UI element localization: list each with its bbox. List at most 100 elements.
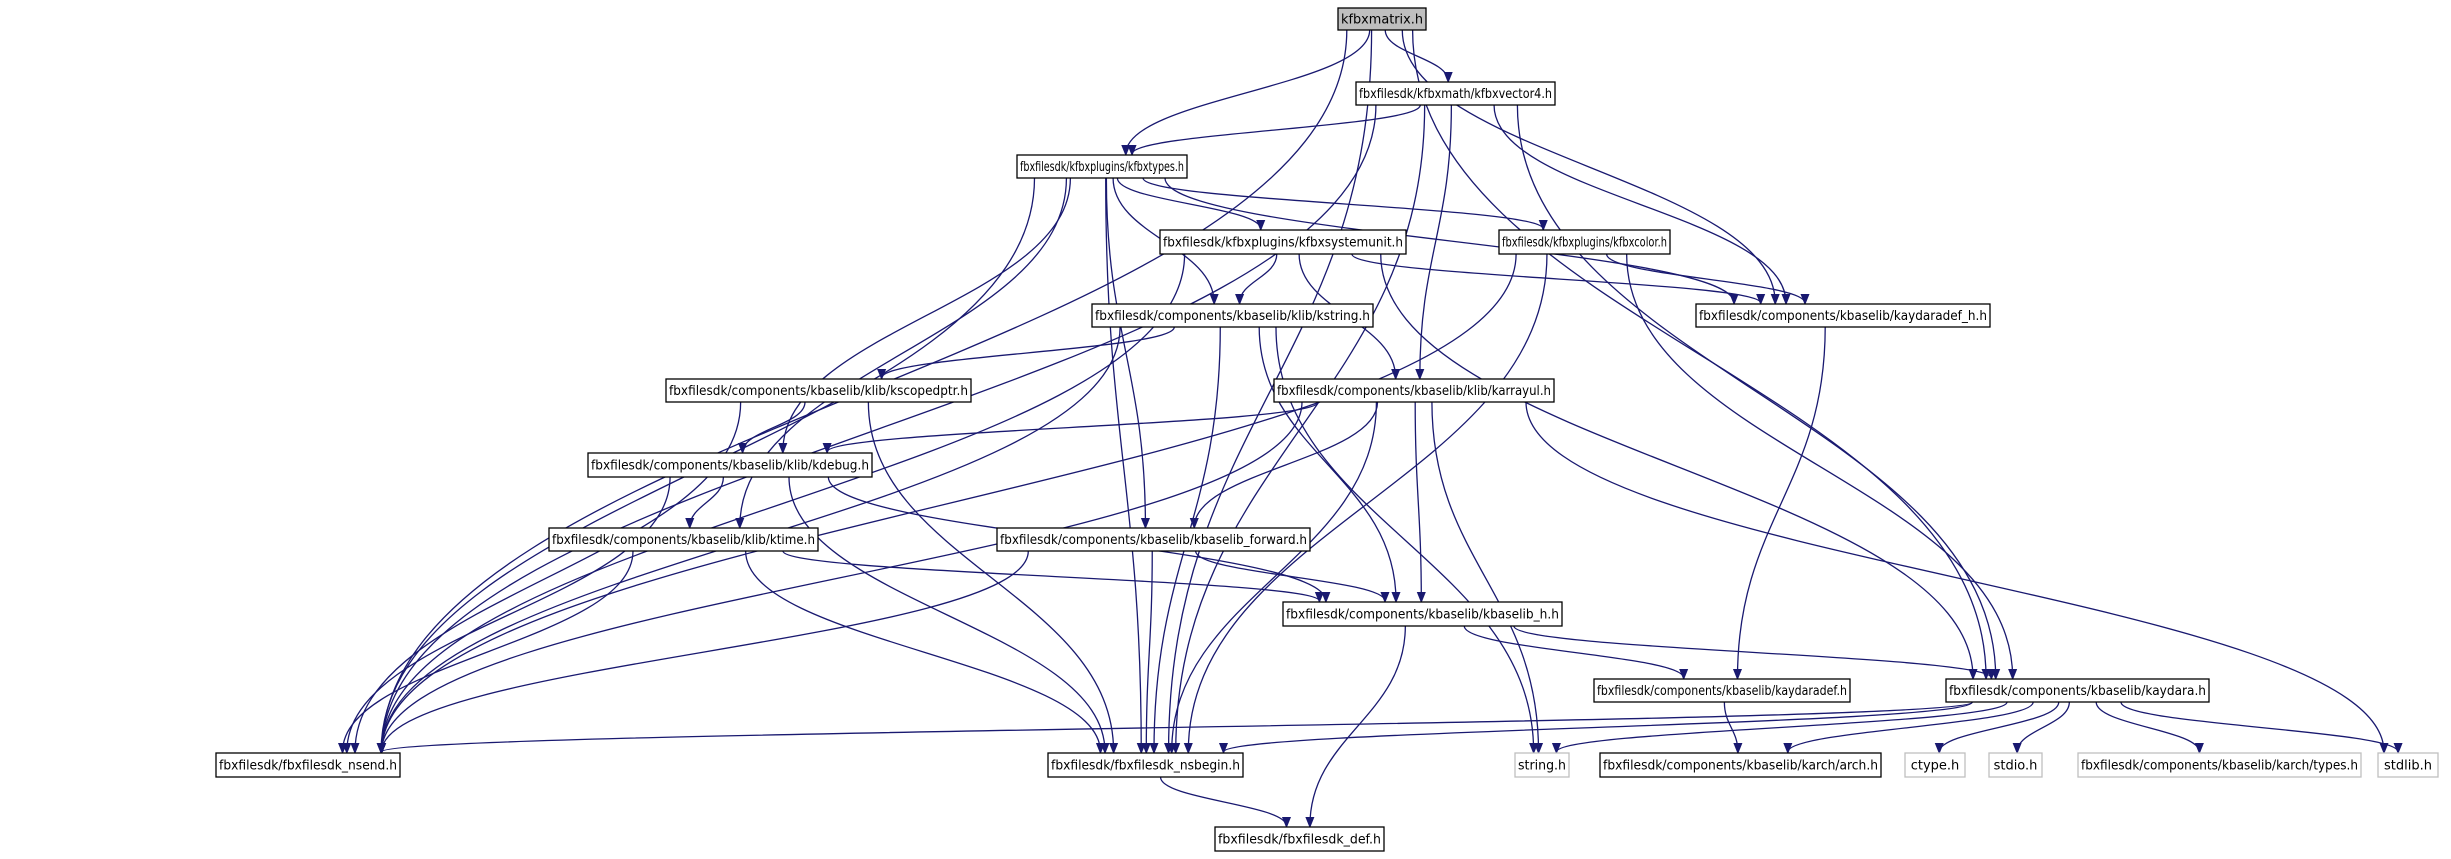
node-kscopedptr[interactable]: fbxfilesdk/components/kbaselib/klib/ksco…: [665, 378, 972, 403]
edge-systemunit-to-kstring: [1240, 253, 1278, 303]
edge-root-to-kaydara: [1411, 29, 1986, 678]
edge-vector4-to-kaydaradef_h: [1493, 104, 1786, 303]
node-archtypes-box: [2077, 752, 2362, 778]
edge-color-to-nsend: [382, 253, 1517, 752]
node-systemunit[interactable]: fbxfilesdk/kfbxplugins/kfbxsystemunit.h: [1159, 229, 1407, 255]
nodes-layer: kfbxmatrix.h fbxfilesdk/kfbxmath/kfbxvect…: [215, 7, 2439, 852]
node-kaydaradef_h[interactable]: fbxfilesdk/components/kbaselib/kaydarade…: [1695, 303, 1991, 328]
edge-kaydaradef_h-to-kaydaradef: [1737, 326, 1826, 678]
node-ktime[interactable]: fbxfilesdk/components/kbaselib/klib/ktim…: [548, 527, 819, 552]
node-kbaselib_h[interactable]: fbxfilesdk/components/kbaselib/kbaselib_…: [1282, 601, 1563, 627]
edge-kaydara-to-archtypes: [2095, 701, 2199, 752]
node-systemunit-box: [1159, 229, 1407, 255]
node-stdio-box: [1988, 752, 2043, 778]
edge-karrayul-to-nsend: [382, 401, 1303, 752]
edges-layer: [343, 29, 2399, 826]
node-ktime-label: fbxfilesdk/components/kbaselib/klib/ktim…: [552, 533, 815, 548]
node-karrayul[interactable]: fbxfilesdk/components/kbaselib/klib/karr…: [1273, 378, 1555, 403]
node-kbaselib_h-box: [1282, 601, 1563, 627]
edge-color-to-kaydaradef_h: [1605, 253, 1805, 303]
edge-kscopedptr-to-nsbegin: [867, 401, 1113, 752]
edge-karrayul-to-kdebug: [827, 401, 1319, 452]
node-kstring[interactable]: fbxfilesdk/components/kbaselib/klib/kstr…: [1091, 303, 1374, 328]
edge-kbaselib_h-to-kaydara: [1513, 625, 1991, 678]
edge-kaydara-to-stdlib: [2120, 701, 2398, 752]
node-nsbegin-label: fbxfilesdk/fbxfilesdk_nsbegin.h: [1051, 759, 1240, 774]
node-root[interactable]: kfbxmatrix.h: [1337, 7, 1427, 31]
edge-kaydara-to-nsend: [382, 701, 1973, 752]
node-arch-label: fbxfilesdk/components/kbaselib/karch/arc…: [1603, 759, 1878, 774]
node-stdio[interactable]: stdio.h: [1988, 752, 2043, 778]
edge-karrayul-to-string: [1431, 401, 1539, 752]
node-nsend-label: fbxfilesdk/fbxfilesdk_nsend.h: [219, 759, 397, 774]
edge-color-to-kaydara: [1626, 253, 2013, 678]
edge-kbaselib_h-to-def: [1310, 625, 1406, 826]
edge-kdebug-to-nsbegin: [788, 476, 1105, 752]
edge-kaydara-to-nsbegin: [1224, 701, 1973, 752]
node-kbaselib_h-label: fbxfilesdk/components/kbaselib/kbaselib_…: [1286, 608, 1559, 623]
node-kaydaradef[interactable]: fbxfilesdk/components/kbaselib/kaydarade…: [1593, 678, 1851, 703]
node-nsend-box: [215, 752, 401, 778]
edge-karrayul-to-stdlib: [1525, 401, 2384, 752]
node-types-box: [1016, 154, 1188, 179]
node-nsbegin[interactable]: fbxfilesdk/fbxfilesdk_nsbegin.h: [1047, 752, 1244, 778]
node-vector4-box: [1355, 81, 1556, 106]
node-vector4[interactable]: fbxfilesdk/kfbxmath/kfbxvector4.h: [1355, 81, 1556, 106]
node-kdebug[interactable]: fbxfilesdk/components/kbaselib/klib/kdeb…: [587, 452, 873, 478]
edge-types-to-nsbegin: [1105, 177, 1142, 752]
node-def[interactable]: fbxfilesdk/fbxfilesdk_def.h: [1214, 826, 1385, 852]
node-kaydaradef_h-label: fbxfilesdk/components/kbaselib/kaydarade…: [1699, 309, 1987, 324]
edge-systemunit-to-kaydaradef_h: [1351, 253, 1761, 303]
node-kaydara-box: [1945, 678, 2210, 703]
node-string[interactable]: string.h: [1514, 752, 1570, 778]
node-root-label: kfbxmatrix.h: [1341, 13, 1423, 28]
node-archtypes-label: fbxfilesdk/components/kbaselib/karch/typ…: [2081, 759, 2358, 774]
node-ctype-label: ctype.h: [1911, 759, 1960, 774]
edge-kaydara-to-string: [1556, 701, 2008, 752]
node-kdebug-box: [587, 452, 873, 478]
node-kforward[interactable]: fbxfilesdk/components/kbaselib/kbaselib_…: [996, 527, 1311, 552]
edge-kdebug-to-ktime: [690, 476, 725, 527]
edge-kdebug-to-nsend: [347, 476, 671, 752]
edge-kaydaradef-to-arch: [1723, 701, 1738, 752]
node-kaydaradef-box: [1593, 678, 1851, 703]
node-systemunit-label: fbxfilesdk/kfbxplugins/kfbxsystemunit.h: [1163, 236, 1403, 251]
edge-kforward-to-nsend: [382, 550, 1029, 752]
edge-vector4-to-nsbegin: [1176, 104, 1426, 752]
node-kaydara[interactable]: fbxfilesdk/components/kbaselib/kaydara.h: [1945, 678, 2210, 703]
node-kaydaradef-label: fbxfilesdk/components/kbaselib/kaydarade…: [1597, 684, 1847, 699]
node-archtypes[interactable]: fbxfilesdk/components/kbaselib/karch/typ…: [2077, 752, 2362, 778]
node-kscopedptr-box: [665, 378, 972, 403]
node-nsend[interactable]: fbxfilesdk/fbxfilesdk_nsend.h: [215, 752, 401, 778]
edge-vector4-to-types: [1132, 104, 1421, 154]
node-color[interactable]: fbxfilesdk/kfbxplugins/kfbxcolor.h: [1498, 229, 1671, 255]
edge-ktime-to-kbaselib_h: [782, 550, 1320, 601]
node-kscopedptr-label: fbxfilesdk/components/kbaselib/klib/ksco…: [669, 384, 968, 399]
node-stdlib-label: stdlib.h: [2384, 759, 2432, 774]
edge-root-to-types: [1126, 29, 1371, 154]
edge-kstring-to-kbaselib_h: [1258, 326, 1396, 601]
node-karrayul-label: fbxfilesdk/components/kbaselib/klib/karr…: [1277, 384, 1551, 399]
edge-root-to-kaydaradef_h: [1401, 29, 1775, 303]
edge-types-to-color: [1142, 177, 1543, 229]
edge-kforward-to-nsbegin: [1146, 550, 1153, 752]
edge-kbaselib_h-to-kaydaradef: [1463, 625, 1683, 678]
node-types[interactable]: fbxfilesdk/kfbxplugins/kfbxtypes.h: [1016, 154, 1188, 179]
node-stdlib[interactable]: stdlib.h: [2377, 752, 2439, 778]
node-kforward-box: [996, 527, 1311, 552]
node-arch-box: [1599, 752, 1882, 778]
edge-vector4-to-nsend: [382, 104, 1377, 752]
node-kdebug-label: fbxfilesdk/components/kbaselib/klib/kdeb…: [591, 459, 869, 474]
node-arch[interactable]: fbxfilesdk/components/kbaselib/karch/arc…: [1599, 752, 1882, 778]
edge-karrayul-to-kbaselib_h: [1414, 401, 1421, 601]
node-color-box: [1498, 229, 1671, 255]
edge-nsbegin-to-def: [1159, 776, 1287, 826]
node-ctype-box: [1904, 752, 1966, 778]
node-kstring-label: fbxfilesdk/components/kbaselib/klib/kstr…: [1095, 309, 1370, 324]
node-kaydara-label: fbxfilesdk/components/kbaselib/kaydara.h: [1949, 684, 2206, 699]
edge-karrayul-to-nsbegin: [1172, 401, 1378, 752]
node-ctype[interactable]: ctype.h: [1904, 752, 1966, 778]
node-karrayul-box: [1273, 378, 1555, 403]
edge-kstring-to-kscopedptr: [882, 326, 1175, 378]
